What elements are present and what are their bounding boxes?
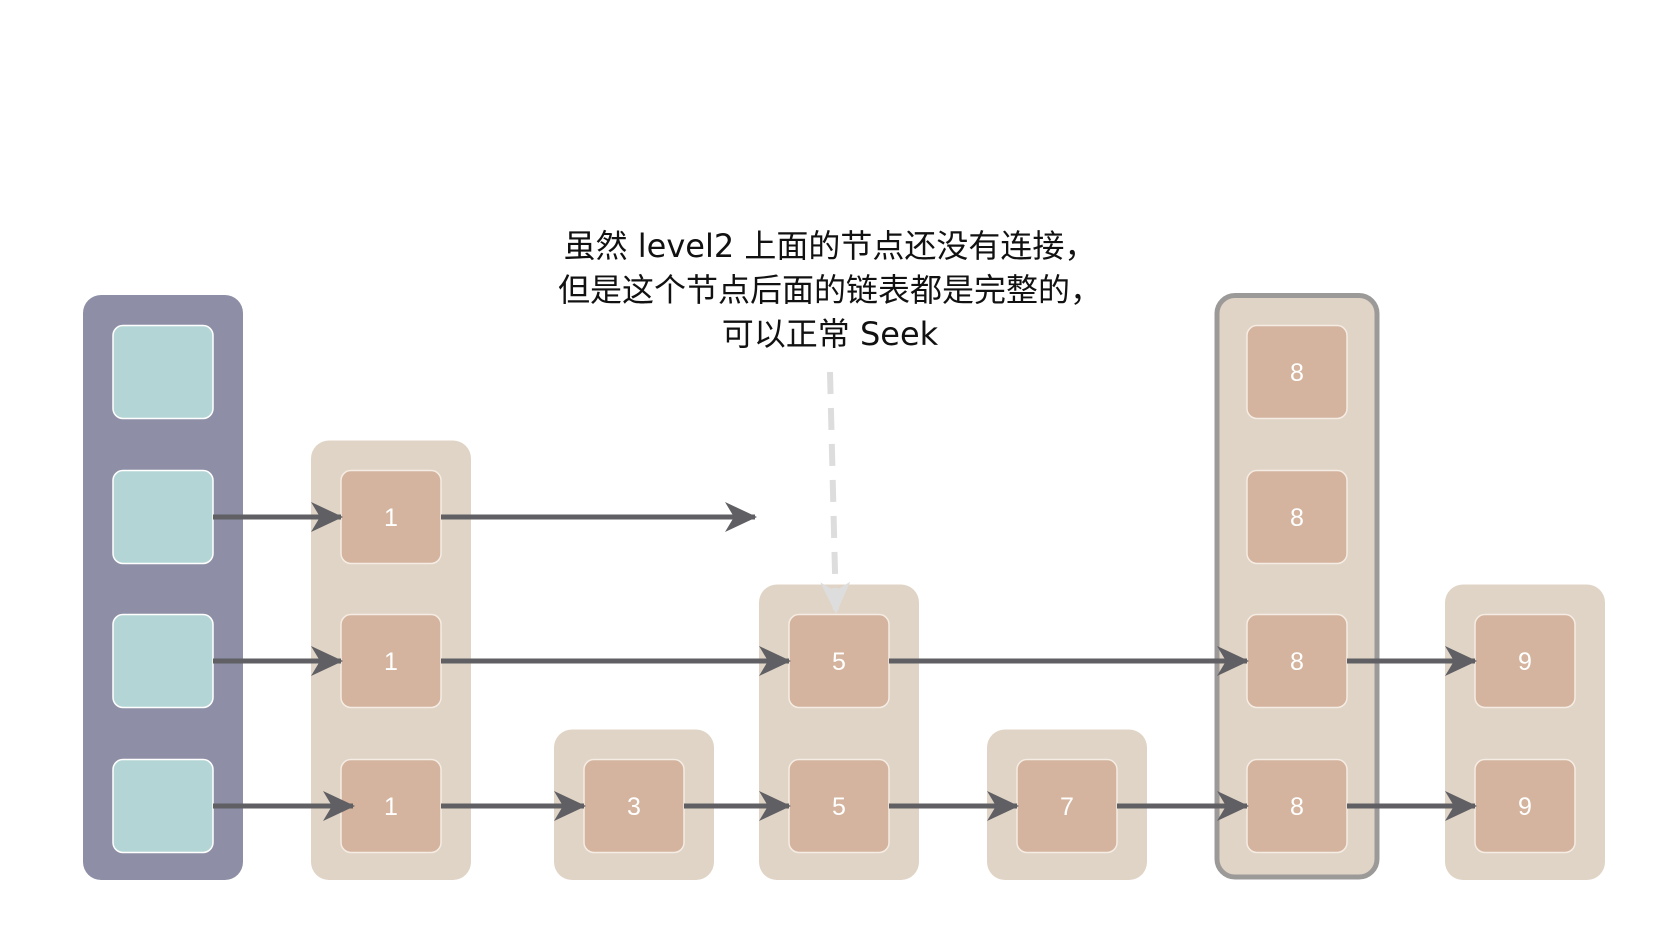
- head-column: [83, 295, 243, 880]
- links-layer: [213, 502, 1477, 821]
- node-column-3: 3: [554, 729, 714, 880]
- head-cell-level-1: [112, 758, 214, 854]
- node-cell-8-level-3: [1246, 469, 1348, 565]
- node-column-1: 1 1 1: [311, 440, 471, 880]
- node-value-label: 7: [1060, 793, 1074, 821]
- head-cell-level-3: [112, 469, 214, 565]
- node-column-7: 7: [987, 729, 1147, 880]
- node-value-label: 1: [384, 793, 398, 821]
- head-cell-level-2: [112, 613, 214, 709]
- node-value-label: 8: [1290, 648, 1304, 676]
- node-value-label: 9: [1518, 793, 1532, 821]
- node-cell-8-level-4: [1246, 324, 1348, 420]
- node-value-label: 1: [384, 504, 398, 532]
- annotation-line-1: 虽然 level2 上面的节点还没有连接，: [563, 227, 1097, 265]
- node-column-8: 8 8 8 8: [1214, 293, 1380, 880]
- node-value-label: 8: [1290, 504, 1304, 532]
- annotation-text: 虽然 level2 上面的节点还没有连接， 但是这个节点后面的链表都是完整的， …: [430, 224, 1230, 356]
- annotation-line-2: 但是这个节点后面的链表都是完整的，: [557, 271, 1102, 309]
- node-value-label: 9: [1518, 648, 1532, 676]
- node-value-label: 1: [384, 648, 398, 676]
- pointer-layer: [820, 371, 851, 614]
- head-column-background: [83, 295, 243, 880]
- node-value-label: 5: [832, 793, 846, 821]
- node-value-label: 8: [1290, 793, 1304, 821]
- annotation-pointer-arrow: [820, 371, 851, 614]
- node-value-label: 8: [1290, 359, 1304, 387]
- node-value-label: 3: [627, 793, 641, 821]
- node-value-label: 5: [832, 648, 846, 676]
- annotation-line-3: 可以正常 Seek: [721, 315, 939, 353]
- head-cell-level-4: [112, 324, 214, 420]
- node-column-5: 55: [759, 584, 919, 880]
- node-column-background: [1214, 293, 1380, 880]
- node-column-9: 99: [1445, 584, 1605, 880]
